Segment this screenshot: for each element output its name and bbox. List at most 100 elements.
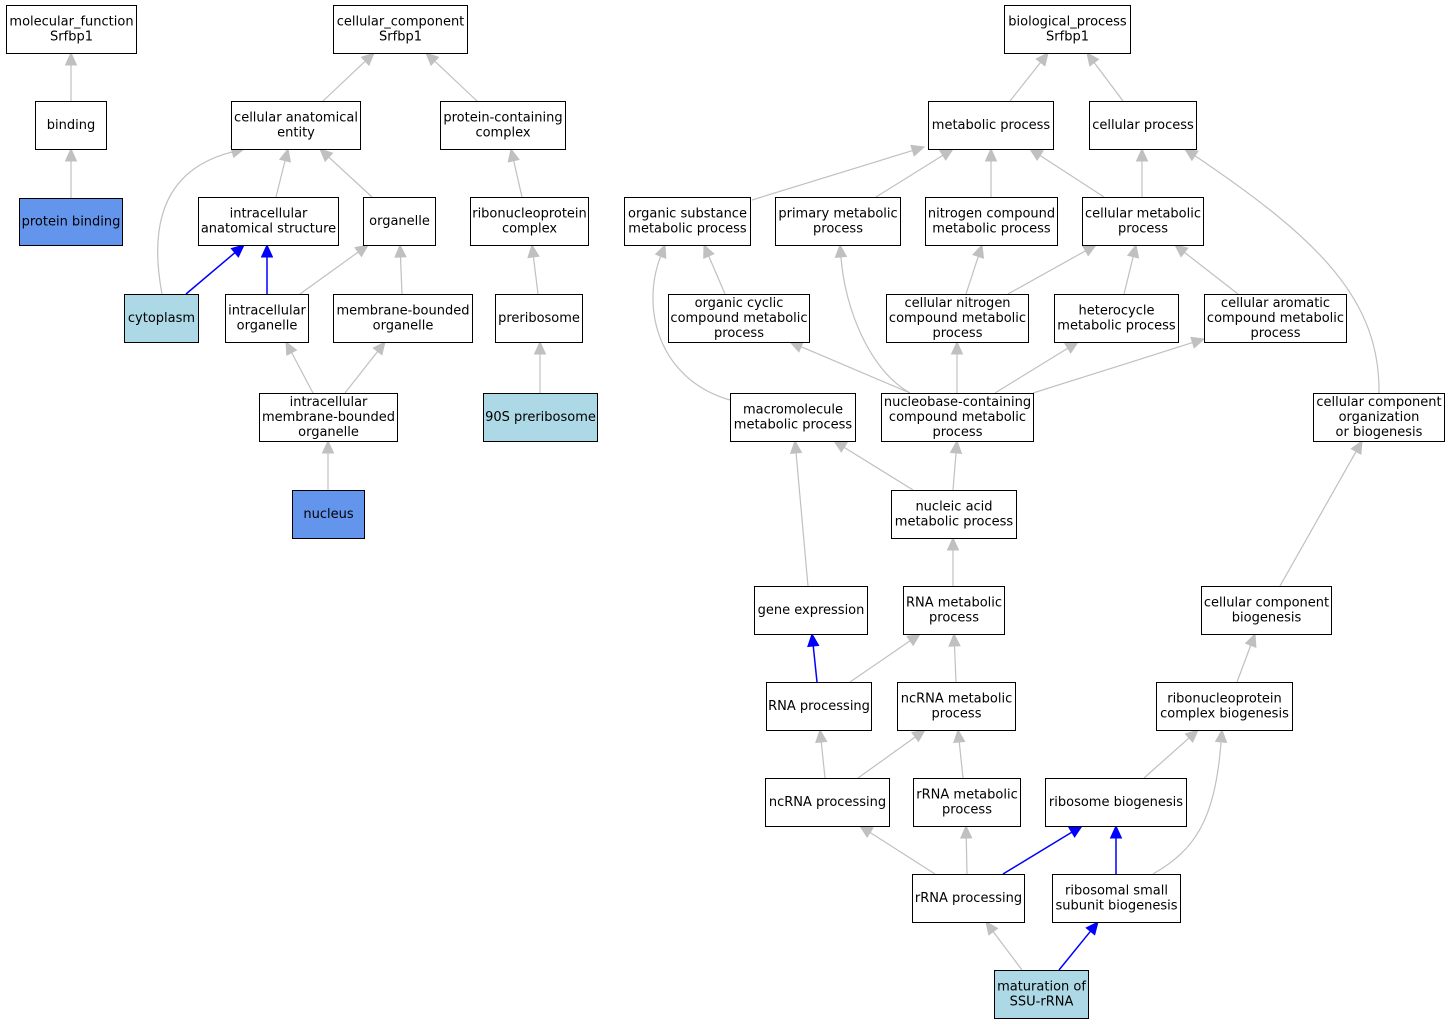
go-term-metabolic-process[interactable]: metabolic process [928,101,1054,150]
go-term-protein-binding[interactable]: protein binding [19,198,123,246]
edge-line [869,831,936,875]
go-term-ribosome-biogenesis[interactable]: ribosome biogenesis [1045,778,1187,827]
edge-line [840,256,911,394]
edge-macromolecule-metabolic-process-to-organic-substance-metabolic-process [652,243,731,401]
term-label-line: protein binding [22,215,121,230]
edge-arrowhead [1109,824,1123,839]
term-label-line: metabolic process [1057,319,1176,334]
term-label-line: cellular aromatic [1221,296,1330,311]
edge-arrowhead [1126,243,1140,259]
edge-arrowhead [230,244,245,258]
edge-line [1184,251,1239,295]
term-label-line: binding [47,118,95,133]
term-box [925,197,1058,246]
go-term-cytoplasm[interactable]: cytoplasm [124,294,199,343]
go-term-cellular-process[interactable]: cellular process [1089,101,1197,150]
edge-line [800,346,911,394]
edge-line [875,154,944,198]
go-term-rna-processing[interactable]: RNA processing [766,682,872,731]
edge-line [1152,741,1222,875]
go-term-rrna-processing[interactable]: rRNA processing [912,874,1025,923]
term-box [1089,101,1197,150]
term-label-line: cellular component [1316,395,1441,410]
term-box [1054,294,1179,343]
term-label-line: intracellular [290,395,368,410]
go-term-nucleus[interactable]: nucleus [292,490,365,539]
term-label-line: process [1118,222,1168,237]
term-label-line: membrane-bounded [262,410,395,425]
edge-arrowhead [654,243,667,259]
term-label-line: process [933,425,983,440]
term-box [881,393,1034,442]
term-box [1052,874,1181,923]
term-label-line: nitrogen compound [928,207,1055,222]
edge-rrna-processing-to-ribosome-biogenesis [1002,825,1084,875]
term-box [470,197,589,246]
term-label-line: intracellular [228,304,306,319]
term-label-line: Srfbp1 [50,30,93,45]
edge-line [652,255,731,401]
edge-binding-to-mf-root [64,51,78,101]
go-term-organelle[interactable]: organelle [363,197,436,246]
edge-arrowhead [815,728,828,744]
edge-arrowhead [858,825,874,839]
edge-nucleobase-containing-compound-metabolic-process-to-primary-metabolic-process [834,243,911,394]
edge-cellular-metabolic-process-to-metabolic-process [1028,148,1105,198]
edge-arrowhead [807,632,820,648]
term-box [225,294,309,343]
go-term-binding[interactable]: binding [35,101,107,150]
term-box [483,393,598,442]
term-label-line: nucleic acid [915,500,992,515]
term-label-line: heterocycle [1079,304,1155,319]
term-label-line: anatomical structure [201,222,336,237]
edge-rrna-processing-to-ncrna-processing [858,825,936,875]
term-label-line: process [942,803,992,818]
edge-arrowhead [788,341,804,353]
edges-layer [64,51,1380,971]
edge-ribosomal-small-subunit-biogenesis-to-ribosome-biogenesis [1109,824,1123,874]
term-label-line: rRNA processing [915,891,1022,906]
go-term-preribosome-90s[interactable]: 90S preribosome [483,393,598,442]
term-box [994,970,1089,1019]
go-term-preribosome[interactable]: preribosome [495,294,583,343]
edge-arrowhead [960,824,973,839]
edge-arrowhead [1244,632,1257,648]
go-term-ncrna-processing[interactable]: ncRNA processing [765,778,890,827]
edge-line [1143,737,1190,779]
edge-arrowhead [985,921,999,936]
edge-organic-cyclic-compound-metabolic-process-to-organic-substance-metabolic-process [703,243,726,295]
edge-arrowhead [1135,147,1149,162]
go-term-gene-expression[interactable]: gene expression [754,586,868,635]
edge-line [1002,831,1073,875]
